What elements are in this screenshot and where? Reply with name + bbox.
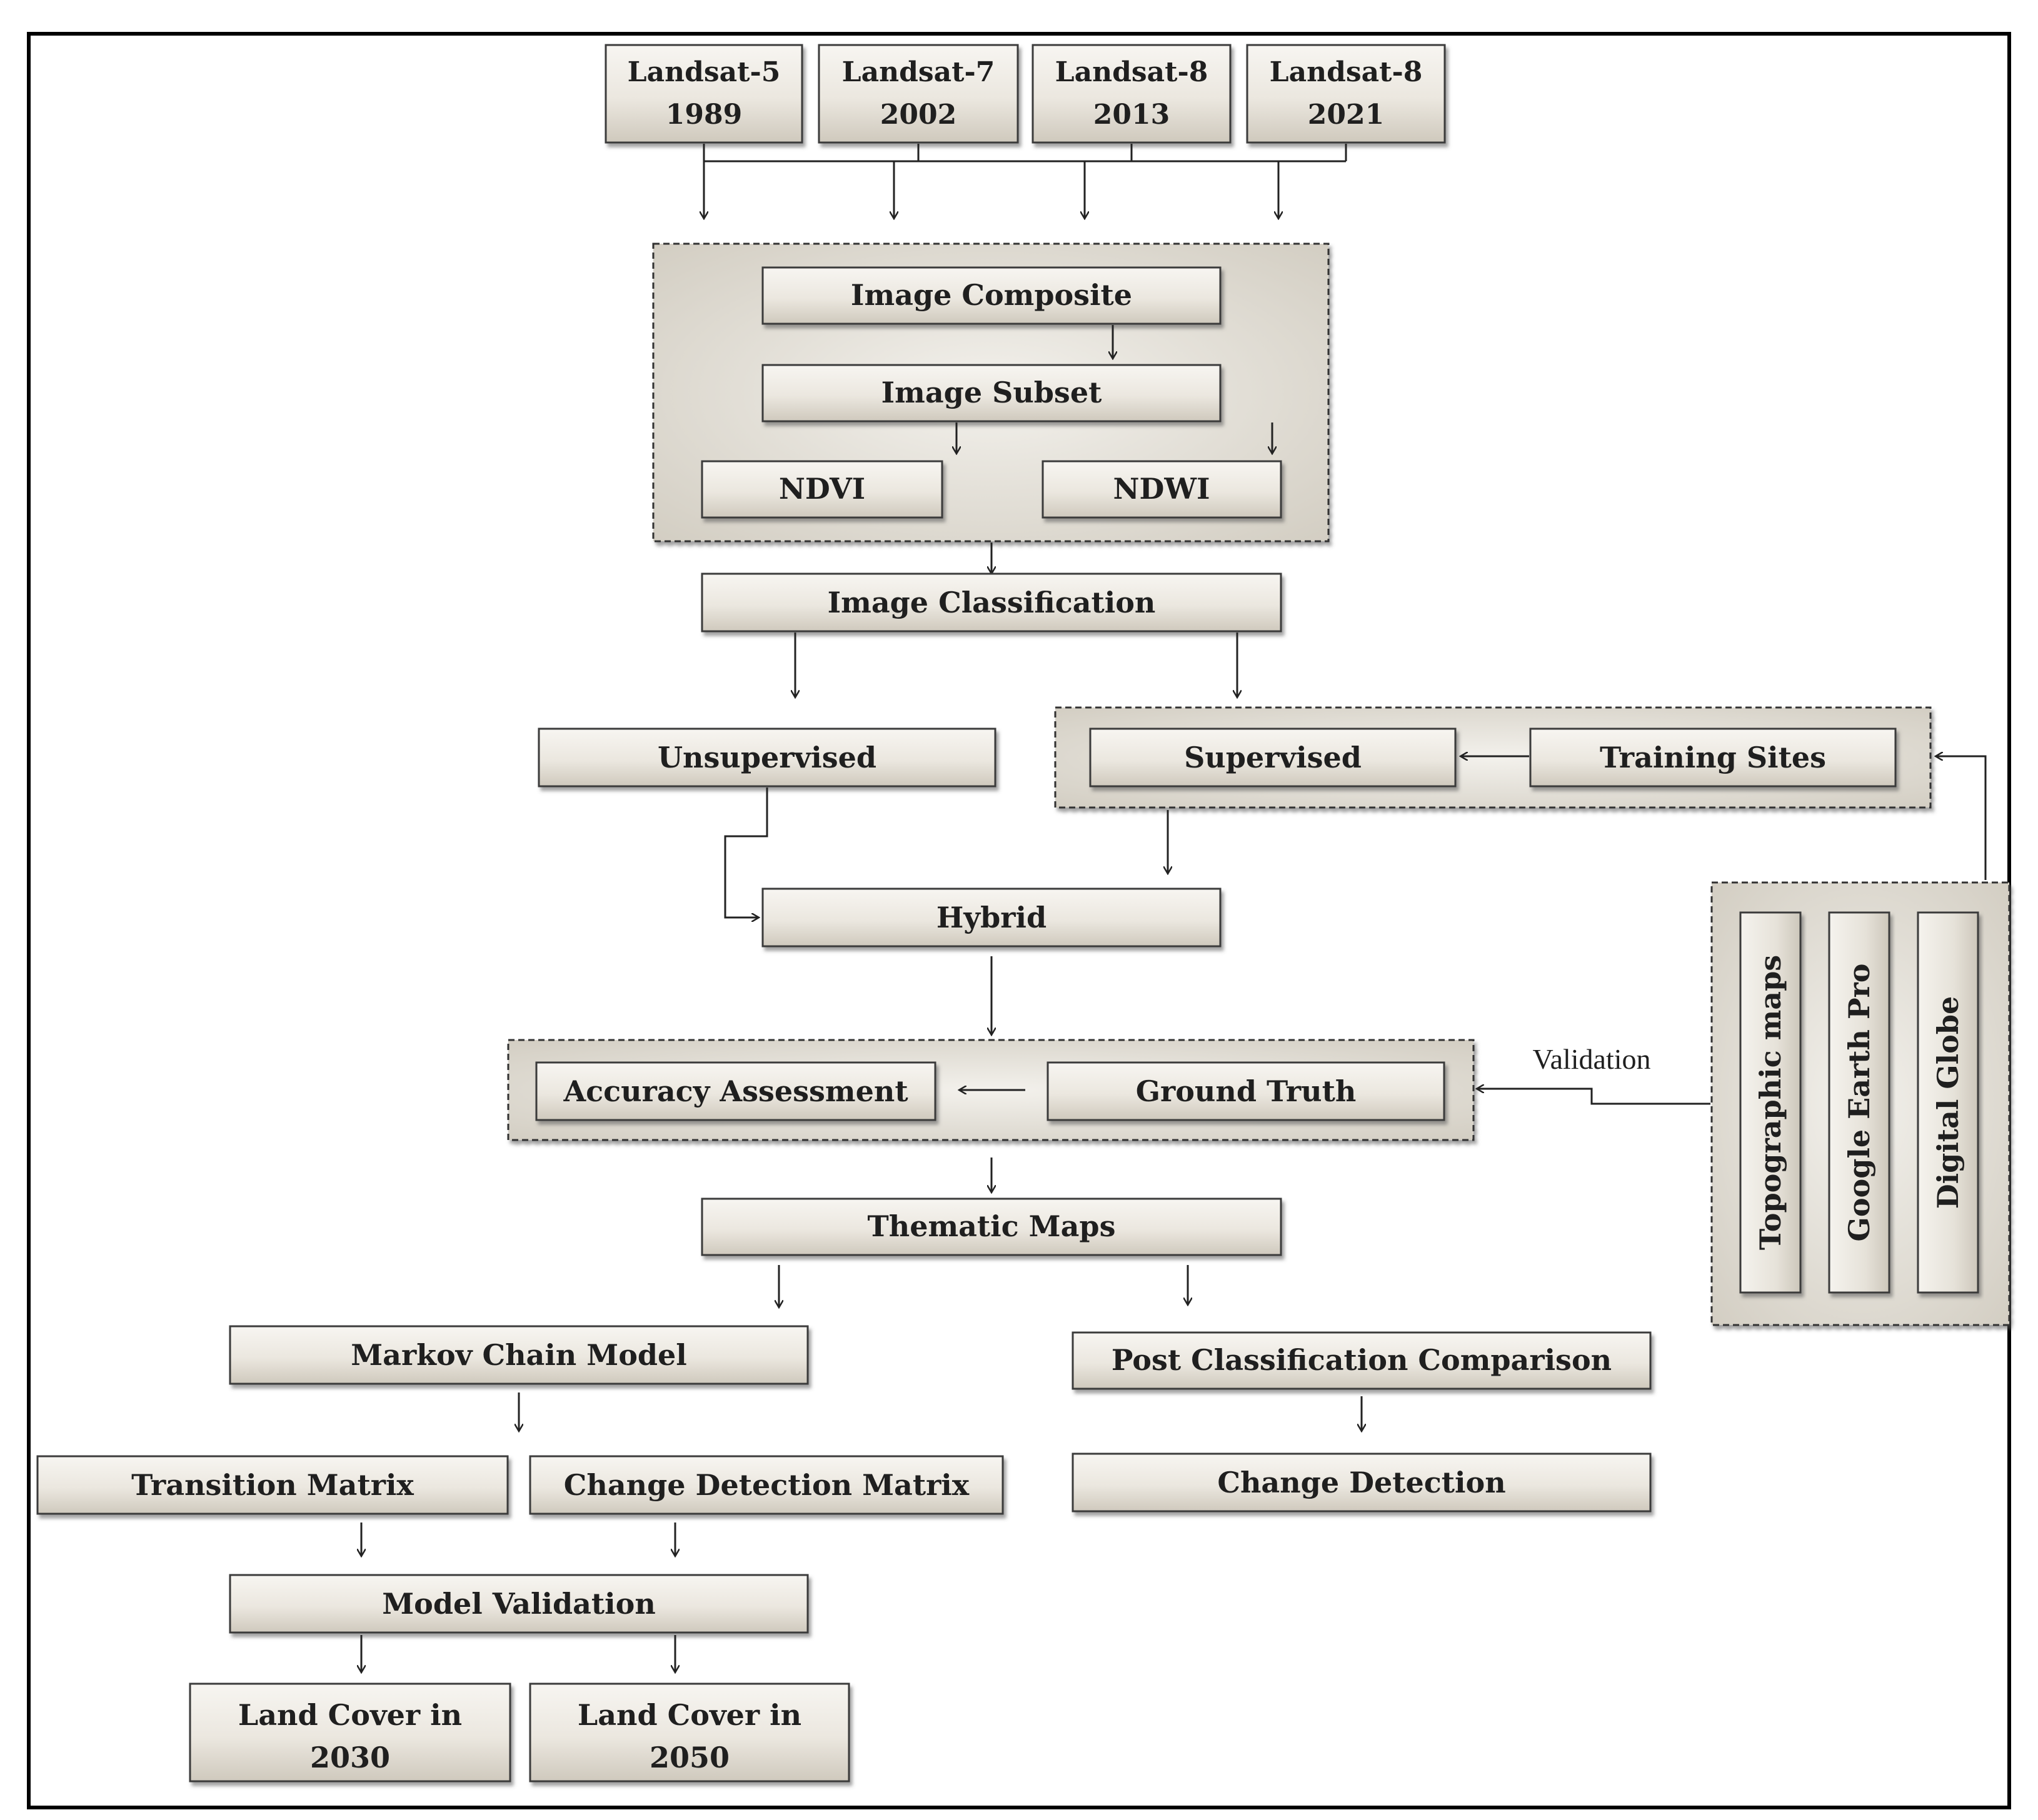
landsat-connector <box>704 144 1347 219</box>
land-cover-2050-line2: 2050 <box>650 1741 730 1774</box>
arrow-reference-to-validation <box>1477 1089 1710 1105</box>
training-sites-box: Training Sites <box>1529 728 1897 788</box>
ndwi-label: NDWI <box>1113 472 1210 506</box>
change-detection-matrix-label: Change Detection Matrix <box>564 1468 970 1502</box>
land-cover-2030-line1: Land Cover in <box>238 1698 462 1732</box>
transition-matrix-label: Transition Matrix <box>131 1468 414 1502</box>
landsat-year-label: 2002 <box>880 99 956 131</box>
model-validation-box: Model Validation <box>229 1574 809 1634</box>
hybrid-box: Hybrid <box>761 888 1222 948</box>
image-classification-label: Image Classification <box>828 586 1156 619</box>
landsat-sensor-label: Landsat-7 <box>842 56 995 88</box>
ndvi-box: NDVI <box>701 460 943 519</box>
image-composite-label: Image Composite <box>851 278 1132 312</box>
landsat-sensor-label: Landsat-5 <box>628 56 781 88</box>
google-earth-pro-box: Google Earth Pro <box>1828 911 1890 1294</box>
digital-globe-box: Digital Globe <box>1917 911 1979 1294</box>
hybrid-label: Hybrid <box>936 901 1047 934</box>
land-cover-2050-box: Land Cover in 2050 <box>529 1682 850 1782</box>
change-detection-label: Change Detection <box>1217 1466 1505 1499</box>
landsat-year-label: 2021 <box>1308 99 1384 131</box>
training-sites-label: Training Sites <box>1600 741 1826 774</box>
google-earth-pro-label: Google Earth Pro <box>1842 964 1876 1242</box>
supervised-label: Supervised <box>1184 741 1362 774</box>
landsat-1989-box: Landsat-5 1989 <box>605 44 803 144</box>
topographic-maps-box: Topographic maps <box>1739 911 1802 1294</box>
topographic-maps-label: Topographic maps <box>1754 955 1787 1250</box>
thematic-maps-label: Thematic Maps <box>868 1209 1116 1243</box>
image-classification-box: Image Classification <box>701 572 1282 632</box>
supervised-box: Supervised <box>1089 728 1457 788</box>
unsupervised-box: Unsupervised <box>538 728 996 788</box>
validation-label: Validation <box>1532 1043 1650 1075</box>
landsat-sensor-label: Landsat-8 <box>1055 56 1208 88</box>
landsat-year-label: 1989 <box>666 99 742 131</box>
image-subset-label: Image Subset <box>881 376 1102 409</box>
ground-truth-box: Ground Truth <box>1047 1061 1445 1121</box>
land-cover-2050-line1: Land Cover in <box>578 1698 801 1732</box>
landsat-year-label: 2013 <box>1093 99 1170 131</box>
ndwi-box: NDWI <box>1042 460 1282 519</box>
image-composite-box: Image Composite <box>761 266 1222 325</box>
change-detection-box: Change Detection <box>1072 1452 1652 1512</box>
change-detection-matrix-box: Change Detection Matrix <box>529 1455 1004 1515</box>
unsupervised-label: Unsupervised <box>658 741 876 774</box>
land-cover-2030-box: Land Cover in 2030 <box>189 1682 511 1782</box>
ground-truth-label: Ground Truth <box>1136 1074 1357 1108</box>
post-classification-box: Post Classification Comparison <box>1072 1331 1652 1390</box>
model-validation-label: Model Validation <box>382 1587 656 1621</box>
arrow-unsupervised-to-hybrid <box>724 788 768 918</box>
accuracy-assessment-box: Accuracy Assessment <box>535 1061 936 1121</box>
thematic-maps-box: Thematic Maps <box>701 1198 1282 1256</box>
image-subset-box: Image Subset <box>761 364 1222 422</box>
land-cover-2030-line2: 2030 <box>310 1741 390 1774</box>
post-classification-label: Post Classification Comparison <box>1112 1343 1612 1377</box>
landsat-sensor-label: Landsat-8 <box>1270 56 1423 88</box>
landsat-2013-box: Landsat-8 2013 <box>1032 44 1232 144</box>
markov-chain-box: Markov Chain Model <box>229 1325 809 1385</box>
arrow-reference-to-training <box>1935 756 1987 880</box>
transition-matrix-box: Transition Matrix <box>36 1455 509 1515</box>
accuracy-assessment-label: Accuracy Assessment <box>563 1074 908 1108</box>
digital-globe-label: Digital Globe <box>1931 996 1965 1209</box>
landsat-2002-box: Landsat-7 2002 <box>818 44 1019 144</box>
landsat-2021-box: Landsat-8 2021 <box>1246 44 1446 144</box>
markov-chain-label: Markov Chain Model <box>351 1338 687 1372</box>
ndvi-label: NDVI <box>779 472 865 506</box>
